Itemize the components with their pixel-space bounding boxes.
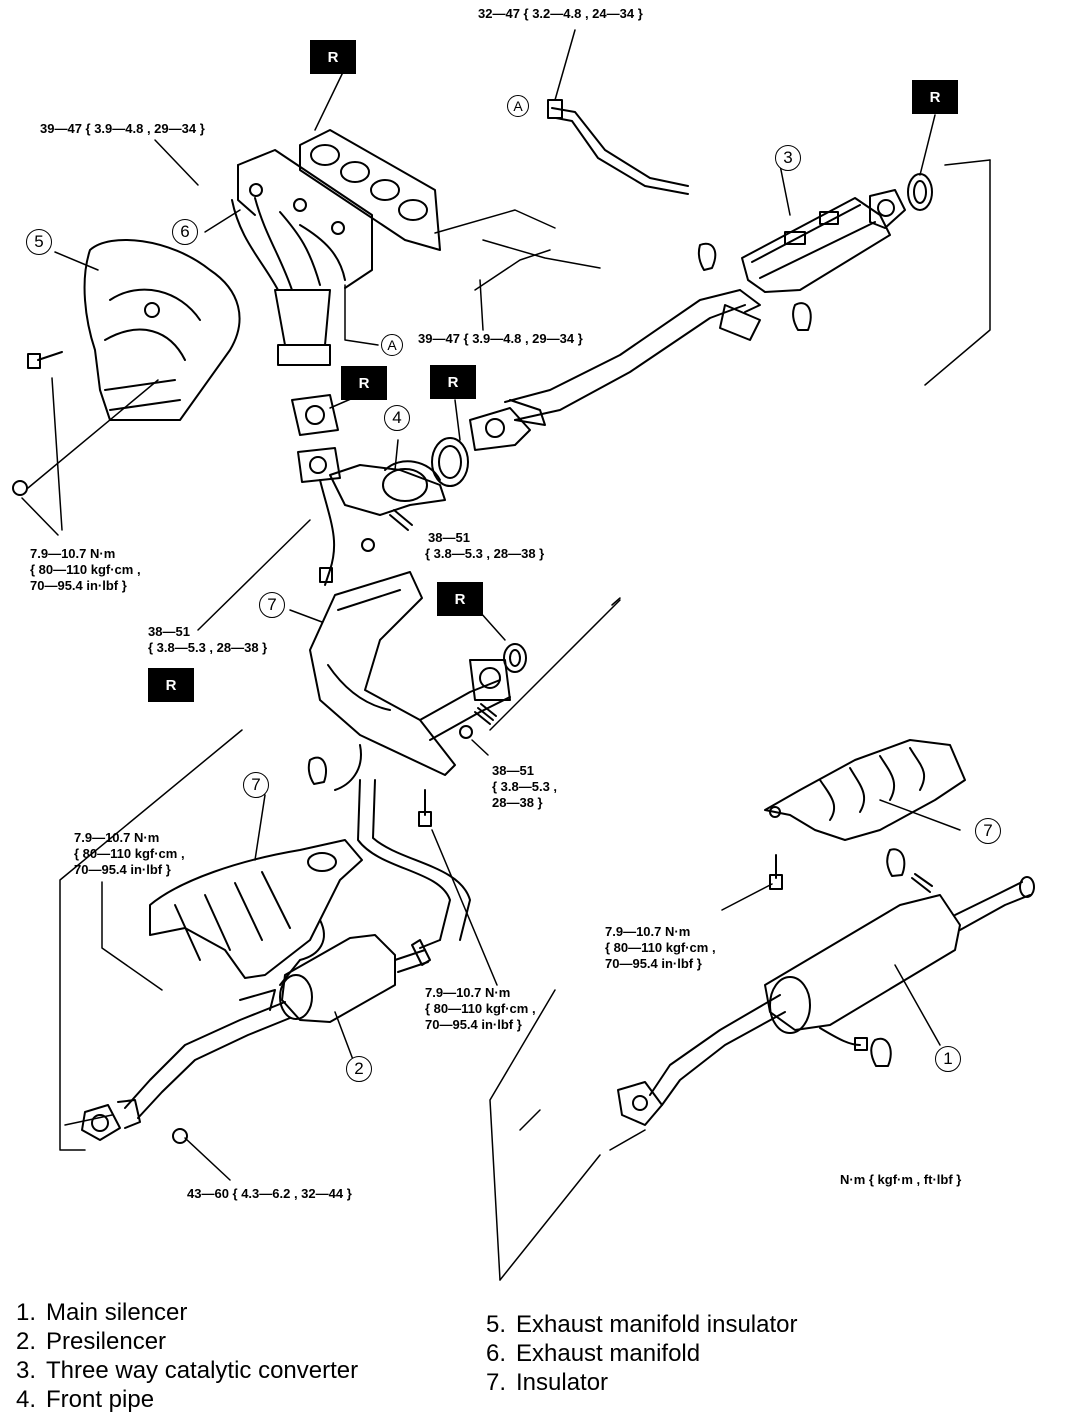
callout-3: 3 <box>775 145 801 171</box>
sensor-wire <box>279 919 325 986</box>
divider-line <box>924 159 991 386</box>
lower-gaskets <box>291 394 341 483</box>
callout-6: 6 <box>172 219 198 245</box>
callout-4: 4 <box>384 405 410 431</box>
replace-badge: R <box>437 582 483 616</box>
legend-item: 3.Three way catalytic converter <box>15 1357 359 1384</box>
legend-right: 5.Exhaust manifold insulator 6.Exhaust m… <box>470 1310 798 1397</box>
manifold-gasket <box>299 129 441 251</box>
torque-label: 39—47 { 3.9—4.8 , 29—34 } <box>418 331 583 346</box>
insulator-bolts <box>12 351 159 536</box>
hanger-rubber <box>886 848 906 877</box>
legend-item: 7.Insulator <box>485 1369 609 1396</box>
replace-badge: R <box>341 366 387 400</box>
torque-label: 39—47 { 3.9—4.8 , 29—34 } <box>40 121 205 136</box>
hanger-wire <box>334 744 362 791</box>
torque-label: 38—51 { 3.8—5.3 , 28—38 } <box>148 624 268 655</box>
manifold-insulator <box>83 239 241 421</box>
front-flange-gasket <box>431 407 531 487</box>
hanger-bracket <box>719 304 761 341</box>
callout-1: 1 <box>935 1046 961 1072</box>
legend-item: 5.Exhaust manifold insulator <box>485 1311 798 1338</box>
main-silencer <box>617 876 1035 1126</box>
section-lines <box>59 209 646 1281</box>
torque-label: 38—51 { 3.8—5.3 , 28—38 } <box>492 763 558 810</box>
legend-item: 2.Presilencer <box>15 1328 167 1355</box>
torque-label: 38—51 { 3.8—5.3 , 28—38 } <box>425 530 545 561</box>
legend-item: 1.Main silencer <box>15 1299 188 1326</box>
callout-a: A <box>507 95 529 117</box>
presilencer <box>279 934 431 1023</box>
torque-label: 7.9—10.7 N·m { 80—110 kgf·cm , 70—95.4 i… <box>605 924 716 971</box>
presilencer-inlet-pipe <box>81 989 291 1144</box>
studs-and-nuts <box>361 509 497 827</box>
replace-badge: R <box>310 40 356 74</box>
pipe-a-top <box>547 99 689 195</box>
torque-label: 32—47 { 3.2—4.8 , 24—34 } <box>478 6 643 21</box>
intermediate-pipe <box>504 289 761 426</box>
legend-item: 4.Front pipe <box>15 1386 155 1413</box>
legend-item: 6.Exhaust manifold <box>485 1340 701 1367</box>
hanger-rubber <box>870 1037 892 1067</box>
callout-7: 7 <box>975 818 1001 844</box>
torque-label: 7.9—10.7 N·m { 80—110 kgf·cm , 70—95.4 i… <box>30 546 141 593</box>
mid-pipe <box>419 643 527 741</box>
torque-label: 43—60 { 4.3—6.2 , 32—44 } <box>187 1186 352 1201</box>
replace-badge: R <box>430 365 476 399</box>
catalytic-converter <box>741 189 906 293</box>
leader-lines <box>54 29 961 1181</box>
silencer-insulator <box>764 739 966 841</box>
front-pipe <box>319 460 446 586</box>
torque-label: 7.9—10.7 N·m { 80—110 kgf·cm , 70—95.4 i… <box>74 830 185 877</box>
callout-a: A <box>381 334 403 356</box>
replace-badge: R <box>148 668 194 702</box>
callout-2: 2 <box>346 1056 372 1082</box>
hanger-rubber <box>697 242 717 271</box>
callout-7: 7 <box>243 772 269 798</box>
legend-left: 1.Main silencer 2.Presilencer 3.Three wa… <box>0 1298 358 1414</box>
units-note: N·m { kgf·m , ft·lbf } <box>840 1172 962 1187</box>
callout-5: 5 <box>26 229 52 255</box>
presilencer-insulator <box>149 839 363 979</box>
replace-badge: R <box>912 80 958 114</box>
mid-insulator <box>309 571 456 776</box>
center-pipe <box>307 756 471 949</box>
hanger-rubber <box>792 302 812 331</box>
exhaust-manifold <box>231 149 373 366</box>
torque-label: 7.9—10.7 N·m { 80—110 kgf·cm , 70—95.4 i… <box>425 985 536 1032</box>
converter-ring-gasket <box>907 173 933 211</box>
callout-7: 7 <box>259 592 285 618</box>
